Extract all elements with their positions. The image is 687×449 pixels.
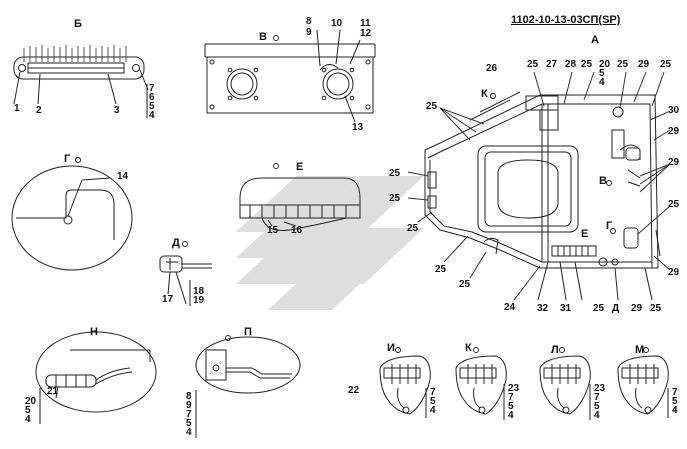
callout-24: 24: [504, 302, 516, 313]
view-label-v-main: В: [599, 175, 607, 187]
callout-25: 25: [407, 223, 419, 234]
view-label-n: Н: [90, 326, 98, 338]
callout-22: 22: [348, 385, 360, 396]
callout-21: 21: [47, 386, 59, 397]
view-n-detail: [35, 331, 157, 424]
callout-8: 8: [306, 16, 312, 27]
view-g-detail: [11, 165, 133, 271]
callout-3: 3: [114, 105, 120, 116]
view-label-k: К: [465, 342, 472, 354]
view-v-panel: [204, 29, 376, 123]
callout-25: 25: [668, 199, 680, 210]
callout-26: 26: [486, 63, 498, 74]
view-i-detail: [379, 355, 431, 418]
view-d-detail: [159, 255, 212, 306]
view-label-l: Л: [551, 344, 559, 356]
view-label-a: А: [591, 34, 599, 46]
drawing-title: 1102-10-13-03СП(SP): [511, 14, 621, 26]
callout-29: 29: [668, 126, 680, 137]
callout-14: 14: [117, 171, 129, 182]
view-m-detail: [617, 355, 669, 418]
callout-28: 28: [565, 59, 577, 70]
callout-25: 25: [426, 101, 438, 112]
view-label-e-main: Е: [581, 228, 589, 240]
view-label-p: П: [244, 326, 252, 338]
view-label-b: Б: [74, 18, 82, 30]
callout-25: 25: [527, 59, 539, 70]
view-k-detail: [455, 355, 507, 420]
callout-25: 25: [389, 193, 401, 204]
view-markers: [75, 35, 649, 353]
callout-10: 10: [331, 18, 343, 29]
view-label-g: Г: [64, 153, 71, 165]
callout-25: 25: [593, 303, 605, 314]
callout-25: 25: [650, 303, 662, 314]
callout-13: 13: [352, 122, 364, 133]
view-label-e: Е: [296, 161, 304, 173]
callout-27: 27: [546, 59, 558, 70]
callout-25: 25: [389, 168, 401, 179]
callout-25: 25: [435, 264, 447, 275]
callout-25: 25: [459, 279, 471, 290]
callout-29: 29: [668, 267, 680, 278]
callout-31: 31: [560, 303, 572, 314]
callout-9: 9: [306, 27, 312, 38]
callout-2: 2: [36, 105, 42, 116]
view-l-detail: [539, 355, 591, 420]
callout-30: 30: [668, 105, 680, 116]
callout-15: 15: [267, 225, 279, 236]
view-e-lamp: [239, 177, 361, 231]
callout-11: 11: [360, 18, 371, 29]
view-b-connector: [13, 45, 149, 118]
view-label-v: В: [259, 31, 267, 43]
callout-16: 16: [291, 225, 303, 236]
callout-25: 25: [581, 59, 593, 70]
callout-18: 18: [193, 286, 205, 297]
callout-29: 29: [638, 59, 650, 70]
callout-32: 32: [537, 303, 549, 314]
callout-12: 12: [360, 28, 372, 39]
view-label-d: Д: [172, 237, 180, 249]
callout-25: 25: [617, 59, 629, 70]
view-label-m: М: [635, 344, 645, 356]
callout-1: 1: [14, 103, 20, 114]
view-p-detail: [195, 336, 301, 438]
view-label-i: И: [387, 342, 395, 354]
callout-19: 19: [193, 295, 205, 306]
callout-25: 25: [660, 59, 672, 70]
cab-frame: [424, 91, 661, 301]
view-label-g-main: Г: [606, 220, 613, 232]
callout-d: Д: [612, 303, 620, 314]
callout-29: 29: [668, 157, 680, 168]
callout-17: 17: [162, 294, 174, 305]
leader-lines: [407, 71, 671, 301]
callout-29: 29: [631, 303, 643, 314]
view-label-k-main: К: [481, 88, 488, 100]
